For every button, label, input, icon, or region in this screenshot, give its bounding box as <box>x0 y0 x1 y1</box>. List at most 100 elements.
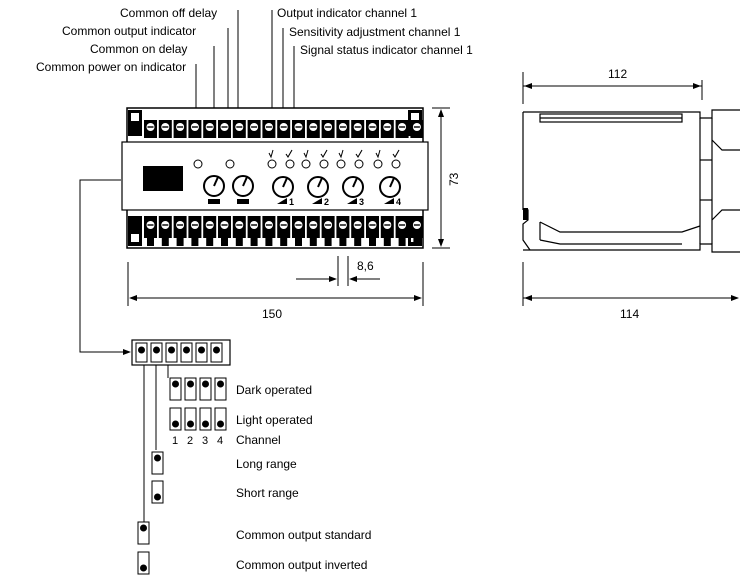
dip-light-switch <box>199 407 212 431</box>
terminal-screw <box>380 120 394 138</box>
mount-hole <box>411 113 419 121</box>
label-sensitivity-adjustment-ch1: Sensitivity adjustment channel 1 <box>289 25 461 39</box>
channel-group: 4 <box>373 149 401 207</box>
terminal-screw <box>395 120 409 138</box>
output-led-ch1 <box>267 159 277 169</box>
terminal-screw <box>292 216 305 246</box>
terminal-screw <box>232 216 246 246</box>
label-common-output-inverted: Common output inverted <box>236 558 367 572</box>
label-common-output-indicator: Common output indicator <box>62 24 196 38</box>
terminal-screw <box>173 216 187 246</box>
bottom-terminal-row <box>128 216 424 246</box>
dip-knob-down <box>154 493 161 501</box>
terminal-screw <box>232 120 246 138</box>
sensitivity-pot[interactable] <box>379 176 401 198</box>
terminal-screw <box>292 120 305 138</box>
output-led <box>336 159 346 169</box>
side-view <box>522 109 740 253</box>
terminal-screw <box>306 216 320 246</box>
check-icon <box>285 149 293 159</box>
dip-position <box>195 342 208 363</box>
terminal-screw <box>336 120 350 138</box>
signal-led-ch1 <box>285 159 295 169</box>
terminal-screw <box>395 216 409 246</box>
dip-light-switch <box>214 407 227 431</box>
dip-knob-up <box>140 524 147 532</box>
channel-number: 1 <box>172 435 178 447</box>
signal-led <box>319 159 329 169</box>
dip-switch-leader <box>79 179 128 353</box>
dim-front-height: 73 <box>447 172 461 186</box>
ramp-icon <box>347 198 357 204</box>
terminal-screw <box>410 120 424 138</box>
dim-front-width: 150 <box>262 307 282 321</box>
terminal-screw <box>366 216 379 246</box>
off-delay-knob[interactable] <box>232 175 254 204</box>
dip-position <box>150 342 163 363</box>
dip-position <box>180 342 193 363</box>
channel-number: 2 <box>187 435 193 447</box>
sensitivity-pot[interactable] <box>272 176 294 198</box>
power-on-led <box>193 159 203 169</box>
side-dimensions <box>522 72 738 306</box>
switch-symbol <box>375 149 381 159</box>
delay-icon <box>237 199 249 204</box>
dip-common-output-standard <box>137 521 150 545</box>
check-icon <box>320 149 328 159</box>
common-output-led <box>225 159 235 169</box>
dip-long-range <box>151 451 164 475</box>
terminal-screw <box>247 216 261 246</box>
terminal-screw <box>306 120 320 138</box>
sensitivity-pot[interactable] <box>307 176 329 198</box>
ramp-icon <box>277 198 287 204</box>
front-dimensions <box>127 107 450 306</box>
output-led <box>301 159 311 169</box>
label-common-off-delay: Common off delay <box>120 6 217 20</box>
terminal-screw <box>336 216 350 246</box>
terminal-screw <box>144 120 157 138</box>
dip-common-output-inverted <box>137 551 150 575</box>
mount-hole <box>131 234 139 242</box>
terminal-screw <box>410 216 424 246</box>
terminal-screw <box>366 120 379 138</box>
sensitivity-pot[interactable] <box>342 176 364 198</box>
terminal-screw <box>218 120 231 138</box>
pot-channel-number: 1 <box>289 197 294 207</box>
din-clip <box>523 208 528 220</box>
switch-symbol <box>268 149 274 159</box>
terminal-screw <box>277 120 291 138</box>
terminal-screw <box>262 216 276 246</box>
terminal-screw <box>247 120 261 138</box>
front-dim-arrows <box>129 109 444 301</box>
terminal-screw <box>218 216 231 246</box>
callout-labels: Common off delay Common output indicator… <box>36 6 473 74</box>
on-delay-knob[interactable] <box>203 175 225 204</box>
pot-channel-number: 2 <box>324 197 329 207</box>
pot-channel-number: 3 <box>359 197 364 207</box>
dip-dark-switch <box>214 377 227 401</box>
dip-light-switch <box>169 407 182 431</box>
terminal-screw <box>380 216 394 246</box>
dip-light-switch <box>184 407 197 431</box>
terminal-screw <box>203 120 217 138</box>
dip-leader-arrow <box>123 349 131 355</box>
signal-led <box>391 159 401 169</box>
label-common-power-on-indicator: Common power on indicator <box>36 60 186 74</box>
mount-hole <box>131 113 139 121</box>
label-short-range: Short range <box>236 486 299 500</box>
dip-position <box>210 342 223 363</box>
terminal-screw <box>262 120 276 138</box>
dip-position <box>135 342 148 363</box>
channel-number: 3 <box>202 435 208 447</box>
dip-knob-down <box>140 564 147 572</box>
label-signal-status-indicator-ch1: Signal status indicator channel 1 <box>300 43 473 57</box>
switch-symbol <box>303 149 309 159</box>
terminal-screw <box>144 216 157 246</box>
output-led <box>373 159 383 169</box>
label-dark-operated: Dark operated <box>236 383 312 397</box>
dip-position <box>165 342 178 363</box>
dip-legend-leaders <box>143 365 169 522</box>
dip-knob-up <box>154 454 161 462</box>
